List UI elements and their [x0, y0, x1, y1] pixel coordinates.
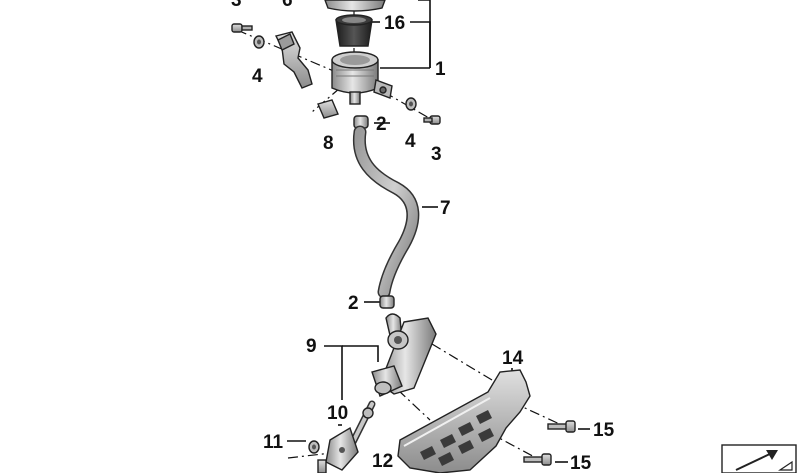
- reservoir-cap: [324, 0, 386, 12]
- washer-right: [405, 97, 417, 111]
- callout-1: 1: [435, 59, 446, 80]
- callout-15-lower: 15: [570, 453, 592, 473]
- callout-15-upper: 15: [593, 420, 615, 441]
- brake-hose: [352, 125, 420, 299]
- callout-3-right: 3: [431, 144, 442, 165]
- mounting-bracket: [274, 31, 313, 89]
- lock-washer: [308, 440, 320, 454]
- callout-12: 12: [372, 451, 393, 472]
- diaphragm: [335, 14, 373, 47]
- callout-9: 9: [306, 336, 317, 357]
- callout-3-top: 3: [231, 0, 242, 11]
- clip: [317, 99, 339, 119]
- callout-6: 6: [282, 0, 293, 11]
- callout-7: 7: [440, 198, 451, 219]
- screw-right: [423, 115, 441, 125]
- callout-14: 14: [502, 348, 524, 369]
- heel-guard-plate: [397, 369, 531, 473]
- brake-master-cylinder: [371, 313, 437, 397]
- callout-16: 16: [384, 13, 405, 34]
- screw-guard-upper: [547, 420, 576, 433]
- pin: [317, 459, 327, 473]
- screw-guard-lower: [523, 453, 552, 466]
- callout-labels: 3 6 16 1 4 2 8 4 3 7 2 9 14 10 15 11 12 …: [231, 0, 615, 473]
- callout-2-top: 2: [376, 114, 387, 135]
- callout-8: 8: [323, 133, 334, 154]
- brake-fluid-reservoir: [331, 51, 393, 105]
- callout-11: 11: [263, 432, 284, 453]
- push-rod: [325, 400, 376, 471]
- callout-2-bottom: 2: [348, 293, 359, 314]
- nav-arrow-icon[interactable]: [721, 444, 797, 473]
- screw-top-left: [231, 23, 253, 33]
- hose-clip-bottom: [379, 295, 395, 309]
- callout-4-right: 4: [405, 131, 416, 152]
- callout-10: 10: [327, 403, 348, 424]
- callout-4-left: 4: [252, 66, 263, 87]
- washer-top-left: [253, 35, 265, 49]
